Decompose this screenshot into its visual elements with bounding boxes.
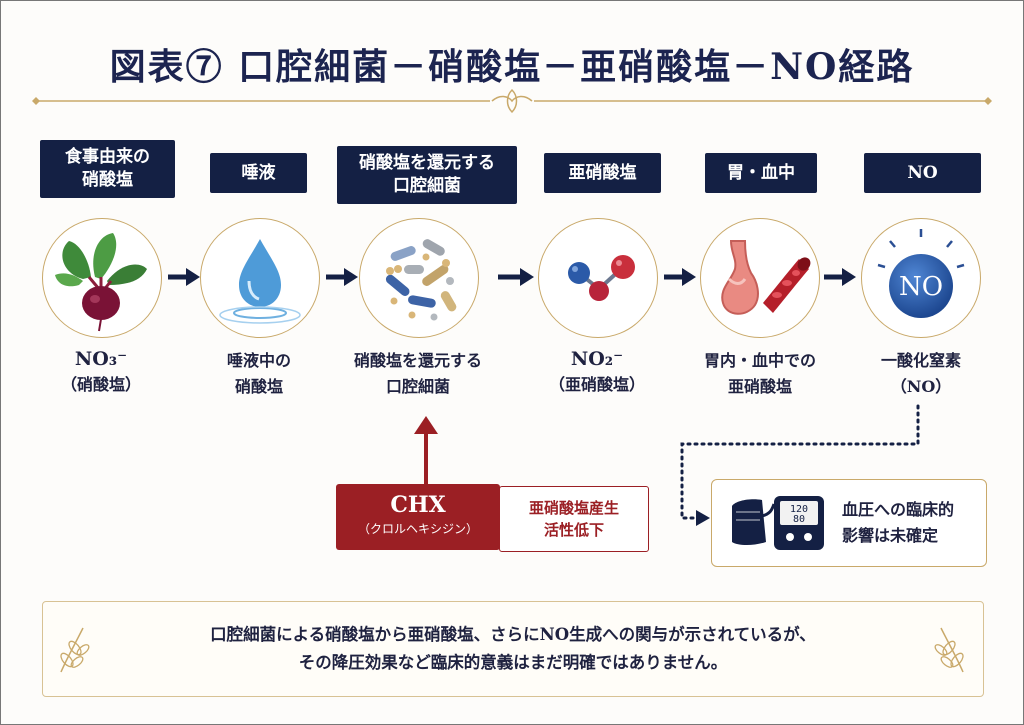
stage-label-dietary-nitrate: 食事由来の 硝酸塩 — [40, 140, 175, 198]
dotted-arrow-to-bp — [680, 404, 920, 526]
bp-text: 血圧への臨床的 影響は未確定 — [842, 500, 955, 545]
summary-note-text: 口腔細菌による硝酸塩から亜硝酸塩、さらにNO生成への関与が示されているが、 その… — [210, 625, 816, 672]
no-sphere-text: NO — [899, 272, 943, 302]
arrow-3 — [498, 268, 534, 286]
circle-no: NO — [861, 218, 981, 338]
circle-stomach-blood — [700, 218, 820, 338]
circle-beetroot — [42, 218, 162, 338]
stage-label-oral-bacteria: 硝酸塩を還元する 口腔細菌 — [337, 146, 517, 204]
caption-saliva: 唾液中の 硝酸塩 — [226, 351, 291, 396]
summary-note-box: 口腔細菌による硝酸塩から亜硝酸塩、さらにNO生成への関与が示されているが、 その… — [42, 601, 984, 697]
no-sphere-icon: NO — [877, 229, 965, 318]
stage-label-nitrite: 亜硝酸塩 — [544, 153, 661, 193]
molecule-icon — [568, 255, 635, 301]
beetroot-icon — [55, 233, 147, 332]
ornamental-divider — [32, 88, 992, 114]
chx-inhibition-arrow — [414, 416, 438, 486]
bacteria-icon — [385, 239, 457, 321]
stage-label-stomach-blood: 胃・血中 — [705, 153, 817, 193]
stomach-vessel-icon — [721, 240, 811, 315]
circle-bacteria — [359, 218, 479, 338]
water-drop-icon — [219, 239, 301, 324]
caption-stomach-blood: 胃内・血中での 亜硝酸塩 — [703, 351, 816, 396]
caption-no: 一酸化窒素 （NO） — [880, 351, 961, 396]
caption-nitrite: NO₂⁻ （亜硝酸塩） — [548, 348, 645, 394]
circle-nitrite — [538, 218, 658, 338]
blood-pressure-monitor-icon: 120 80 — [732, 496, 824, 550]
arrow-1 — [168, 268, 200, 286]
caption-nitrate: NO₃⁻ （硝酸塩） — [60, 348, 141, 394]
laurel-sprig-icon-right — [934, 627, 964, 673]
arrow-4 — [664, 268, 696, 286]
page-title: 図表⑦ 口腔細菌－硝酸塩－亜硝酸塩－NO経路 — [109, 46, 915, 88]
nitrite-production-reduced-box: 亜硝酸塩産生 活性低下 — [499, 486, 649, 552]
arrow-5 — [824, 268, 856, 286]
stage-label-saliva: 唾液 — [210, 153, 307, 193]
blood-pressure-box: 120 80 血圧への臨床的 影響は未確定 — [711, 479, 987, 567]
caption-bacteria: 硝酸塩を還元する 口腔細菌 — [353, 351, 482, 396]
circle-saliva — [200, 218, 320, 338]
bp-display-systolic: 120 — [790, 504, 808, 515]
bp-display-diastolic: 80 — [793, 514, 805, 525]
arrow-2 — [326, 268, 358, 286]
stage-label-no: NO — [864, 153, 981, 193]
chx-box: CHX （クロルヘキシジン） — [336, 484, 500, 550]
laurel-sprig-icon-left — [60, 627, 90, 673]
